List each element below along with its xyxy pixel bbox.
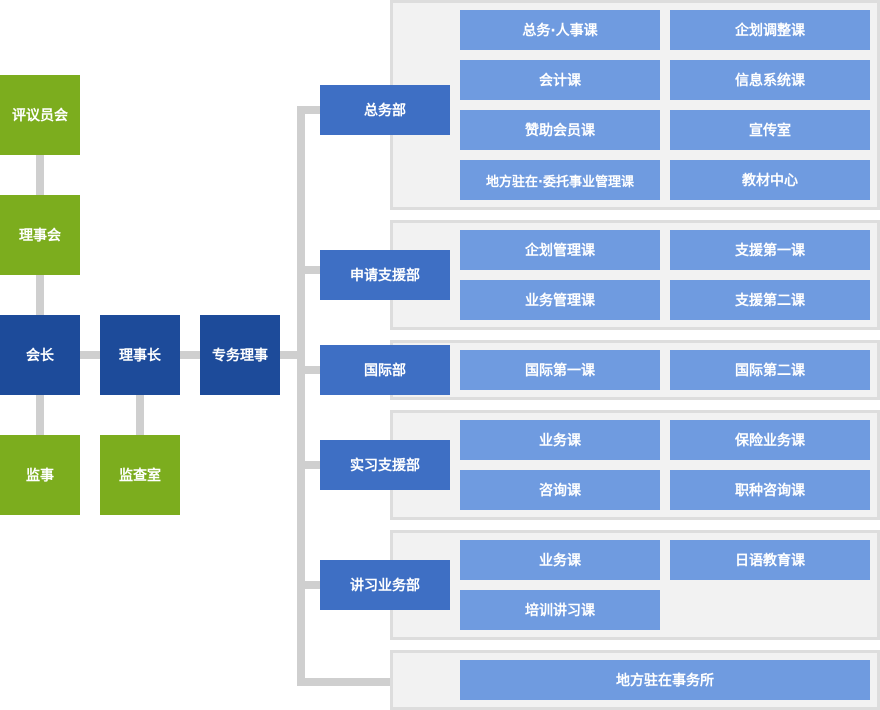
section-box: 企划调整课 <box>670 10 870 50</box>
connector-trunk-vertical <box>297 106 305 686</box>
connector-branch-general <box>297 106 322 114</box>
section-box: 业务管理课 <box>460 280 660 320</box>
section-box: 培训讲习课 <box>460 590 660 630</box>
connector-branch-international <box>297 366 322 374</box>
connector-branch-training <box>297 461 322 469</box>
section-box: 职种咨询课 <box>670 470 870 510</box>
section-box: 咨询课 <box>460 470 660 510</box>
section-box: 企划管理课 <box>460 230 660 270</box>
connector-chairman-executive <box>178 351 202 359</box>
dept-international: 国际部 <box>320 345 450 395</box>
chairman-box: 理事长 <box>100 315 180 395</box>
regional-office-box: 地方驻在事务所 <box>460 660 870 700</box>
section-box: 国际第二课 <box>670 350 870 390</box>
executive-director-box: 专务理事 <box>200 315 280 395</box>
connector-branch-lecture <box>297 581 322 589</box>
section-box: 会计课 <box>460 60 660 100</box>
section-box: 国际第一课 <box>460 350 660 390</box>
section-box: 信息系统课 <box>670 60 870 100</box>
section-box: 日语教育课 <box>670 540 870 580</box>
connector-president-chairman <box>78 351 102 359</box>
auditor-box: 监事 <box>0 435 80 515</box>
audit-office-box: 监查室 <box>100 435 180 515</box>
dept-application-support: 申请支援部 <box>320 250 450 300</box>
dept-training-support: 实习支援部 <box>320 440 450 490</box>
connector-president-auditor <box>36 390 44 440</box>
section-box: 支援第二课 <box>670 280 870 320</box>
council-box: 评议员会 <box>0 75 80 155</box>
section-box: 业务课 <box>460 540 660 580</box>
section-box: 保险业务课 <box>670 420 870 460</box>
section-box: 地方驻在·委托事业管理课 <box>460 160 660 200</box>
section-box: 赞助会员课 <box>460 110 660 150</box>
section-box: 宣传室 <box>670 110 870 150</box>
section-box: 教材中心 <box>670 160 870 200</box>
connector-chairman-audit-office <box>136 390 144 440</box>
section-box: 支援第一课 <box>670 230 870 270</box>
section-box: 业务课 <box>460 420 660 460</box>
connector-executive-trunk <box>278 351 298 359</box>
dept-general-affairs: 总务部 <box>320 85 450 135</box>
section-box: 总务·人事课 <box>460 10 660 50</box>
connector-branch-regional <box>297 678 462 686</box>
dept-lecture-business: 讲习业务部 <box>320 560 450 610</box>
president-box: 会长 <box>0 315 80 395</box>
connector-branch-application <box>297 266 322 274</box>
board-box: 理事会 <box>0 195 80 275</box>
